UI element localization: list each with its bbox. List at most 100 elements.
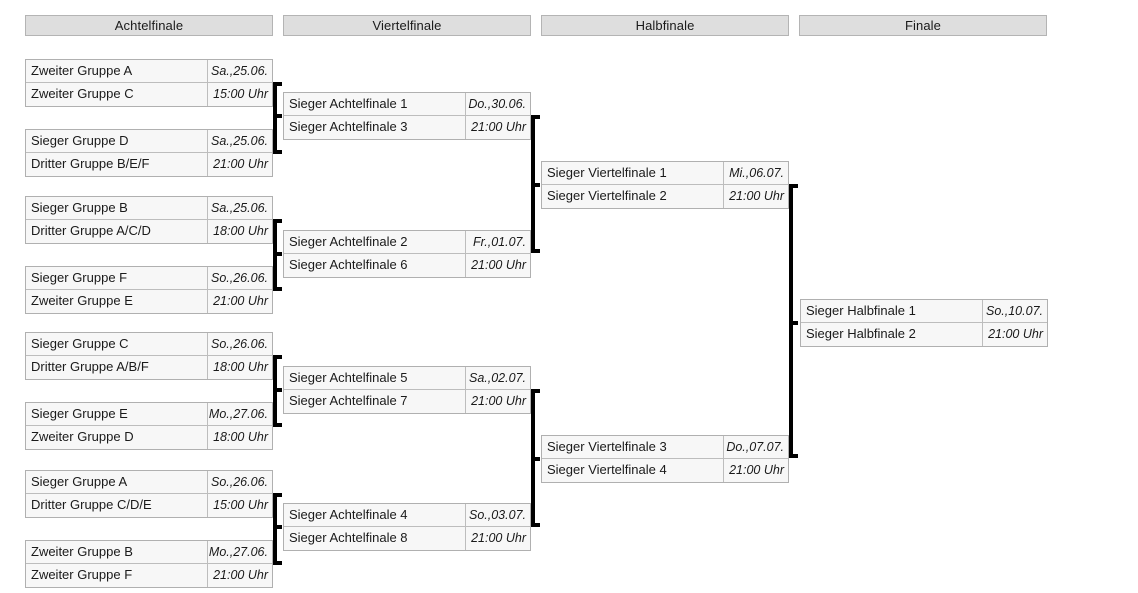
- team-name: Zweiter Gruppe C: [31, 86, 134, 101]
- match-time: 21:00 Uhr: [465, 527, 530, 550]
- match-row[interactable]: Sieger Gruppe C So.,26.06.: [26, 333, 272, 356]
- match-box-achtelfinale-2[interactable]: Sieger Gruppe D Sa.,25.06. Dritter Grupp…: [25, 129, 273, 177]
- match-row[interactable]: Zweiter Gruppe D 18:00 Uhr: [26, 426, 272, 449]
- team-name: Sieger Viertelfinale 3: [547, 439, 667, 454]
- match-box-achtelfinale-3[interactable]: Sieger Gruppe B Sa.,25.06. Dritter Grupp…: [25, 196, 273, 244]
- match-row[interactable]: Sieger Gruppe F So.,26.06.: [26, 267, 272, 290]
- match-date: So.,10.07.: [982, 300, 1047, 322]
- match-row[interactable]: Zweiter Gruppe E 21:00 Uhr: [26, 290, 272, 313]
- match-row[interactable]: Sieger Gruppe B Sa.,25.06.: [26, 197, 272, 220]
- team-name: Sieger Viertelfinale 1: [547, 165, 667, 180]
- team-name: Sieger Viertelfinale 2: [547, 188, 667, 203]
- team-name: Sieger Gruppe F: [31, 270, 128, 285]
- match-box-achtelfinale-1[interactable]: Zweiter Gruppe A Sa.,25.06. Zweiter Grup…: [25, 59, 273, 107]
- match-time: 18:00 Uhr: [207, 426, 272, 449]
- match-box-halbfinale-2[interactable]: Sieger Viertelfinale 3 Do.,07.07. Sieger…: [541, 435, 789, 483]
- match-row[interactable]: Dritter Gruppe B/E/F 21:00 Uhr: [26, 153, 272, 176]
- match-box-viertelfinale-2[interactable]: Sieger Achtelfinale 2 Fr.,01.07. Sieger …: [283, 230, 531, 278]
- match-row[interactable]: Zweiter Gruppe F 21:00 Uhr: [26, 564, 272, 587]
- match-time: 21:00 Uhr: [465, 116, 530, 139]
- team-name: Sieger Gruppe E: [31, 406, 128, 421]
- connector-stub-vf2-out: [531, 249, 540, 253]
- round-header-halbfinale: Halbfinale: [541, 15, 789, 36]
- connector-vertical-af7-af8: [273, 493, 277, 565]
- match-row[interactable]: Sieger Gruppe A So.,26.06.: [26, 471, 272, 494]
- round-header-viertelfinale: Viertelfinale: [283, 15, 531, 36]
- match-date: Mi.,06.07.: [723, 162, 788, 184]
- match-row[interactable]: Sieger Viertelfinale 4 21:00 Uhr: [542, 459, 788, 482]
- match-box-viertelfinale-1[interactable]: Sieger Achtelfinale 1 Do.,30.06. Sieger …: [283, 92, 531, 140]
- match-time: 21:00 Uhr: [207, 564, 272, 587]
- match-time: 18:00 Uhr: [207, 356, 272, 379]
- team-name: Dritter Gruppe A/C/D: [31, 223, 151, 238]
- connector-stub-af6: [273, 423, 282, 427]
- match-row[interactable]: Sieger Achtelfinale 6 21:00 Uhr: [284, 254, 530, 277]
- team-name: Zweiter Gruppe E: [31, 293, 133, 308]
- match-box-finale[interactable]: Sieger Halbfinale 1 So.,10.07. Sieger Ha…: [800, 299, 1048, 347]
- match-date: Sa.,25.06.: [207, 130, 272, 152]
- match-date: So.,26.06.: [207, 267, 272, 289]
- connector-stub-af7: [273, 493, 282, 497]
- connector-stub-vf4-out: [531, 523, 540, 527]
- match-time: 21:00 Uhr: [207, 153, 272, 176]
- match-time: 21:00 Uhr: [982, 323, 1047, 346]
- connector-stub-af1: [273, 82, 282, 86]
- match-box-achtelfinale-7[interactable]: Sieger Gruppe A So.,26.06. Dritter Grupp…: [25, 470, 273, 518]
- connector-stub-af2: [273, 150, 282, 154]
- connector-vertical-af1-af2: [273, 82, 277, 154]
- team-name: Sieger Viertelfinale 4: [547, 462, 667, 477]
- connector-stub-vf3-out: [531, 389, 540, 393]
- connector-stub-af3: [273, 219, 282, 223]
- team-name: Sieger Halbfinale 2: [806, 326, 916, 341]
- match-box-achtelfinale-4[interactable]: Sieger Gruppe F So.,26.06. Zweiter Grupp…: [25, 266, 273, 314]
- match-box-viertelfinale-4[interactable]: Sieger Achtelfinale 4 So.,03.07. Sieger …: [283, 503, 531, 551]
- connector-stub-af4: [273, 287, 282, 291]
- match-row[interactable]: Sieger Achtelfinale 3 21:00 Uhr: [284, 116, 530, 139]
- match-box-achtelfinale-8[interactable]: Zweiter Gruppe B Mo.,27.06. Zweiter Grup…: [25, 540, 273, 588]
- match-row[interactable]: Sieger Viertelfinale 1 Mi.,06.07.: [542, 162, 788, 185]
- team-name: Dritter Gruppe A/B/F: [31, 359, 149, 374]
- match-row[interactable]: Sieger Halbfinale 1 So.,10.07.: [801, 300, 1047, 323]
- match-date: Fr.,01.07.: [465, 231, 530, 253]
- match-time: 21:00 Uhr: [465, 254, 530, 277]
- team-name: Sieger Gruppe D: [31, 133, 129, 148]
- match-row[interactable]: Sieger Gruppe E Mo.,27.06.: [26, 403, 272, 426]
- team-name: Sieger Halbfinale 1: [806, 303, 916, 318]
- match-date: Sa.,25.06.: [207, 197, 272, 219]
- match-row[interactable]: Sieger Viertelfinale 2 21:00 Uhr: [542, 185, 788, 208]
- match-date: Do.,07.07.: [723, 436, 788, 458]
- team-name: Zweiter Gruppe A: [31, 63, 133, 78]
- team-name: Sieger Achtelfinale 7: [289, 393, 408, 408]
- match-row[interactable]: Dritter Gruppe A/B/F 18:00 Uhr: [26, 356, 272, 379]
- match-row[interactable]: Sieger Achtelfinale 1 Do.,30.06.: [284, 93, 530, 116]
- match-box-achtelfinale-6[interactable]: Sieger Gruppe E Mo.,27.06. Zweiter Grupp…: [25, 402, 273, 450]
- match-row[interactable]: Sieger Achtelfinale 2 Fr.,01.07.: [284, 231, 530, 254]
- team-name: Sieger Achtelfinale 2: [289, 234, 408, 249]
- match-row[interactable]: Sieger Halbfinale 2 21:00 Uhr: [801, 323, 1047, 346]
- match-row[interactable]: Sieger Achtelfinale 4 So.,03.07.: [284, 504, 530, 527]
- match-row[interactable]: Sieger Achtelfinale 5 Sa.,02.07.: [284, 367, 530, 390]
- connector-stub-vf3: [273, 388, 282, 392]
- match-box-halbfinale-1[interactable]: Sieger Viertelfinale 1 Mi.,06.07. Sieger…: [541, 161, 789, 209]
- match-date: Mo.,27.06.: [207, 541, 272, 563]
- match-time: 21:00 Uhr: [465, 390, 530, 413]
- round-header-finale: Finale: [799, 15, 1047, 36]
- match-date: Do.,30.06.: [465, 93, 530, 115]
- match-row[interactable]: Sieger Viertelfinale 3 Do.,07.07.: [542, 436, 788, 459]
- match-box-achtelfinale-5[interactable]: Sieger Gruppe C So.,26.06. Dritter Grupp…: [25, 332, 273, 380]
- match-row[interactable]: Sieger Achtelfinale 7 21:00 Uhr: [284, 390, 530, 413]
- match-row[interactable]: Dritter Gruppe C/D/E 15:00 Uhr: [26, 494, 272, 517]
- match-row[interactable]: Zweiter Gruppe B Mo.,27.06.: [26, 541, 272, 564]
- team-name: Dritter Gruppe B/E/F: [31, 156, 150, 171]
- match-time: 21:00 Uhr: [723, 459, 788, 482]
- connector-stub-af8: [273, 561, 282, 565]
- match-box-viertelfinale-3[interactable]: Sieger Achtelfinale 5 Sa.,02.07. Sieger …: [283, 366, 531, 414]
- match-time: 21:00 Uhr: [723, 185, 788, 208]
- match-row[interactable]: Zweiter Gruppe A Sa.,25.06.: [26, 60, 272, 83]
- match-date: Sa.,25.06.: [207, 60, 272, 82]
- match-row[interactable]: Dritter Gruppe A/C/D 18:00 Uhr: [26, 220, 272, 243]
- team-name: Sieger Achtelfinale 1: [289, 96, 408, 111]
- match-row[interactable]: Sieger Achtelfinale 8 21:00 Uhr: [284, 527, 530, 550]
- match-row[interactable]: Zweiter Gruppe C 15:00 Uhr: [26, 83, 272, 106]
- match-row[interactable]: Sieger Gruppe D Sa.,25.06.: [26, 130, 272, 153]
